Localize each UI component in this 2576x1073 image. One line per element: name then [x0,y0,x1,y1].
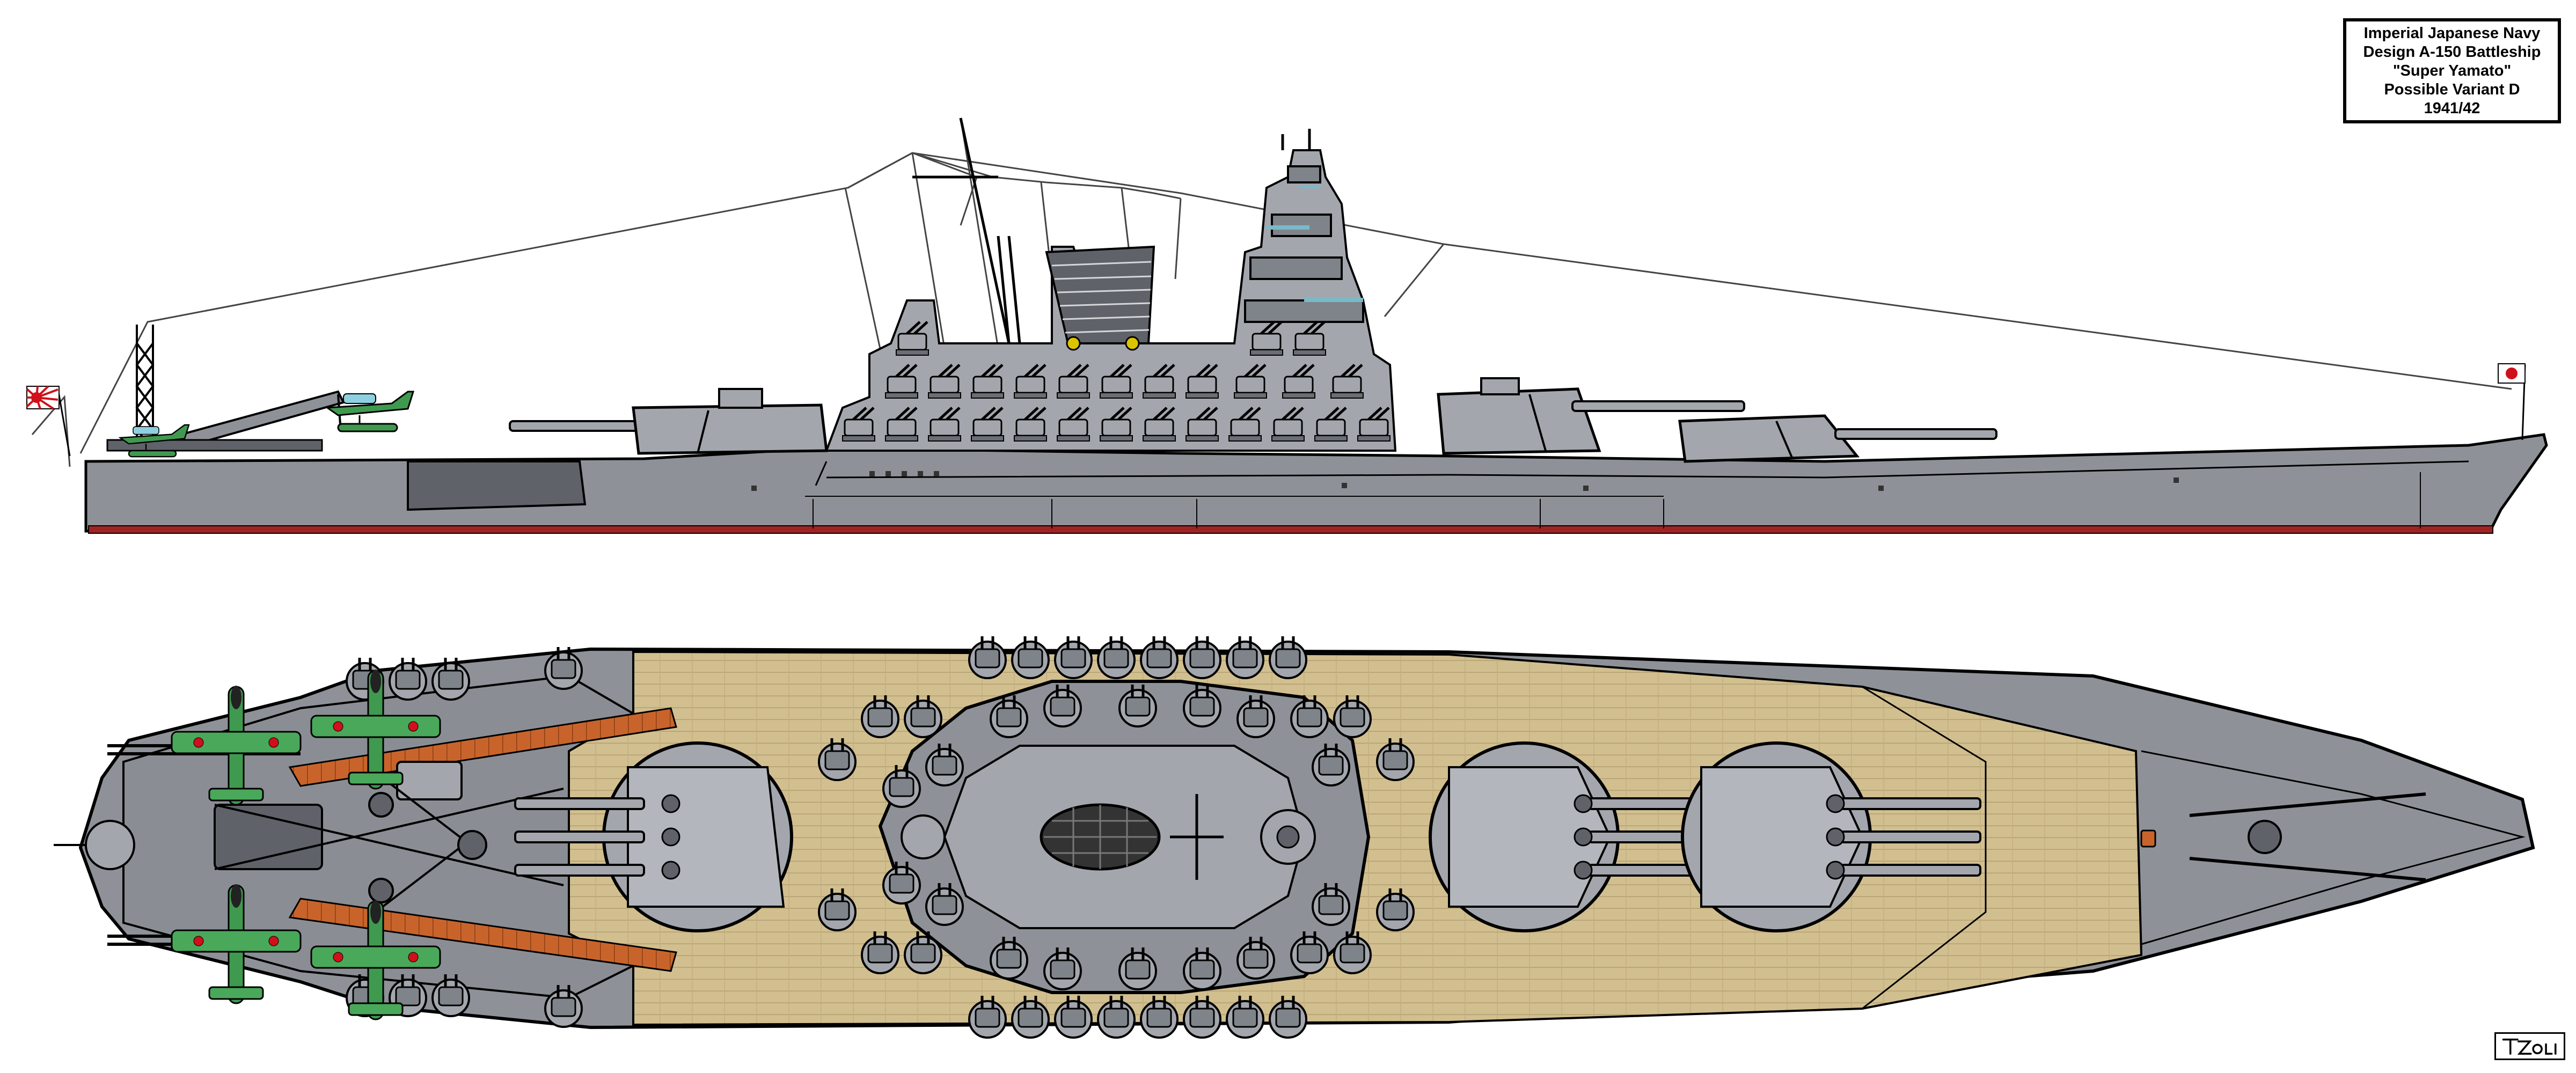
main-turret-icon [514,741,793,932]
hinomaru-jack-icon [2498,363,2526,440]
linoleum-strip [288,898,677,972]
main-turret-icon [1678,414,1997,463]
signature-mark [2502,1038,2557,1055]
rigging-lines [31,117,2512,467]
masts [912,117,1311,344]
main-turret-icon [509,388,828,455]
boot-topping [88,525,2493,534]
side-profile-view [26,117,2548,534]
title-line-year: 1941/42 [2424,99,2480,117]
linoleum-strip [288,707,677,787]
rising-sun-ensign-icon [26,385,71,457]
top-plan-view [54,636,2535,1038]
title-line-variant: Possible Variant D [2384,80,2520,98]
artist-signature [2494,1032,2565,1060]
title-line-navy: Imperial Japanese Navy [2363,24,2541,42]
title-line-design: Design A-150 Battleship [2363,43,2541,61]
sheer-line [826,460,2469,479]
main-turret-icon [1429,741,1729,932]
title-block: Imperial Japanese Navy Design A-150 Batt… [2343,18,2561,123]
searchlight-icon [1066,336,1081,351]
main-turret-icon [1437,377,1745,455]
main-turret-icon [1681,741,1981,932]
bridge-windows [1267,185,1363,302]
aircraft-hangar [407,460,587,511]
catapult [106,439,323,452]
searchlight-icon [1125,336,1140,351]
title-line-name: "Super Yamato" [2392,62,2512,79]
